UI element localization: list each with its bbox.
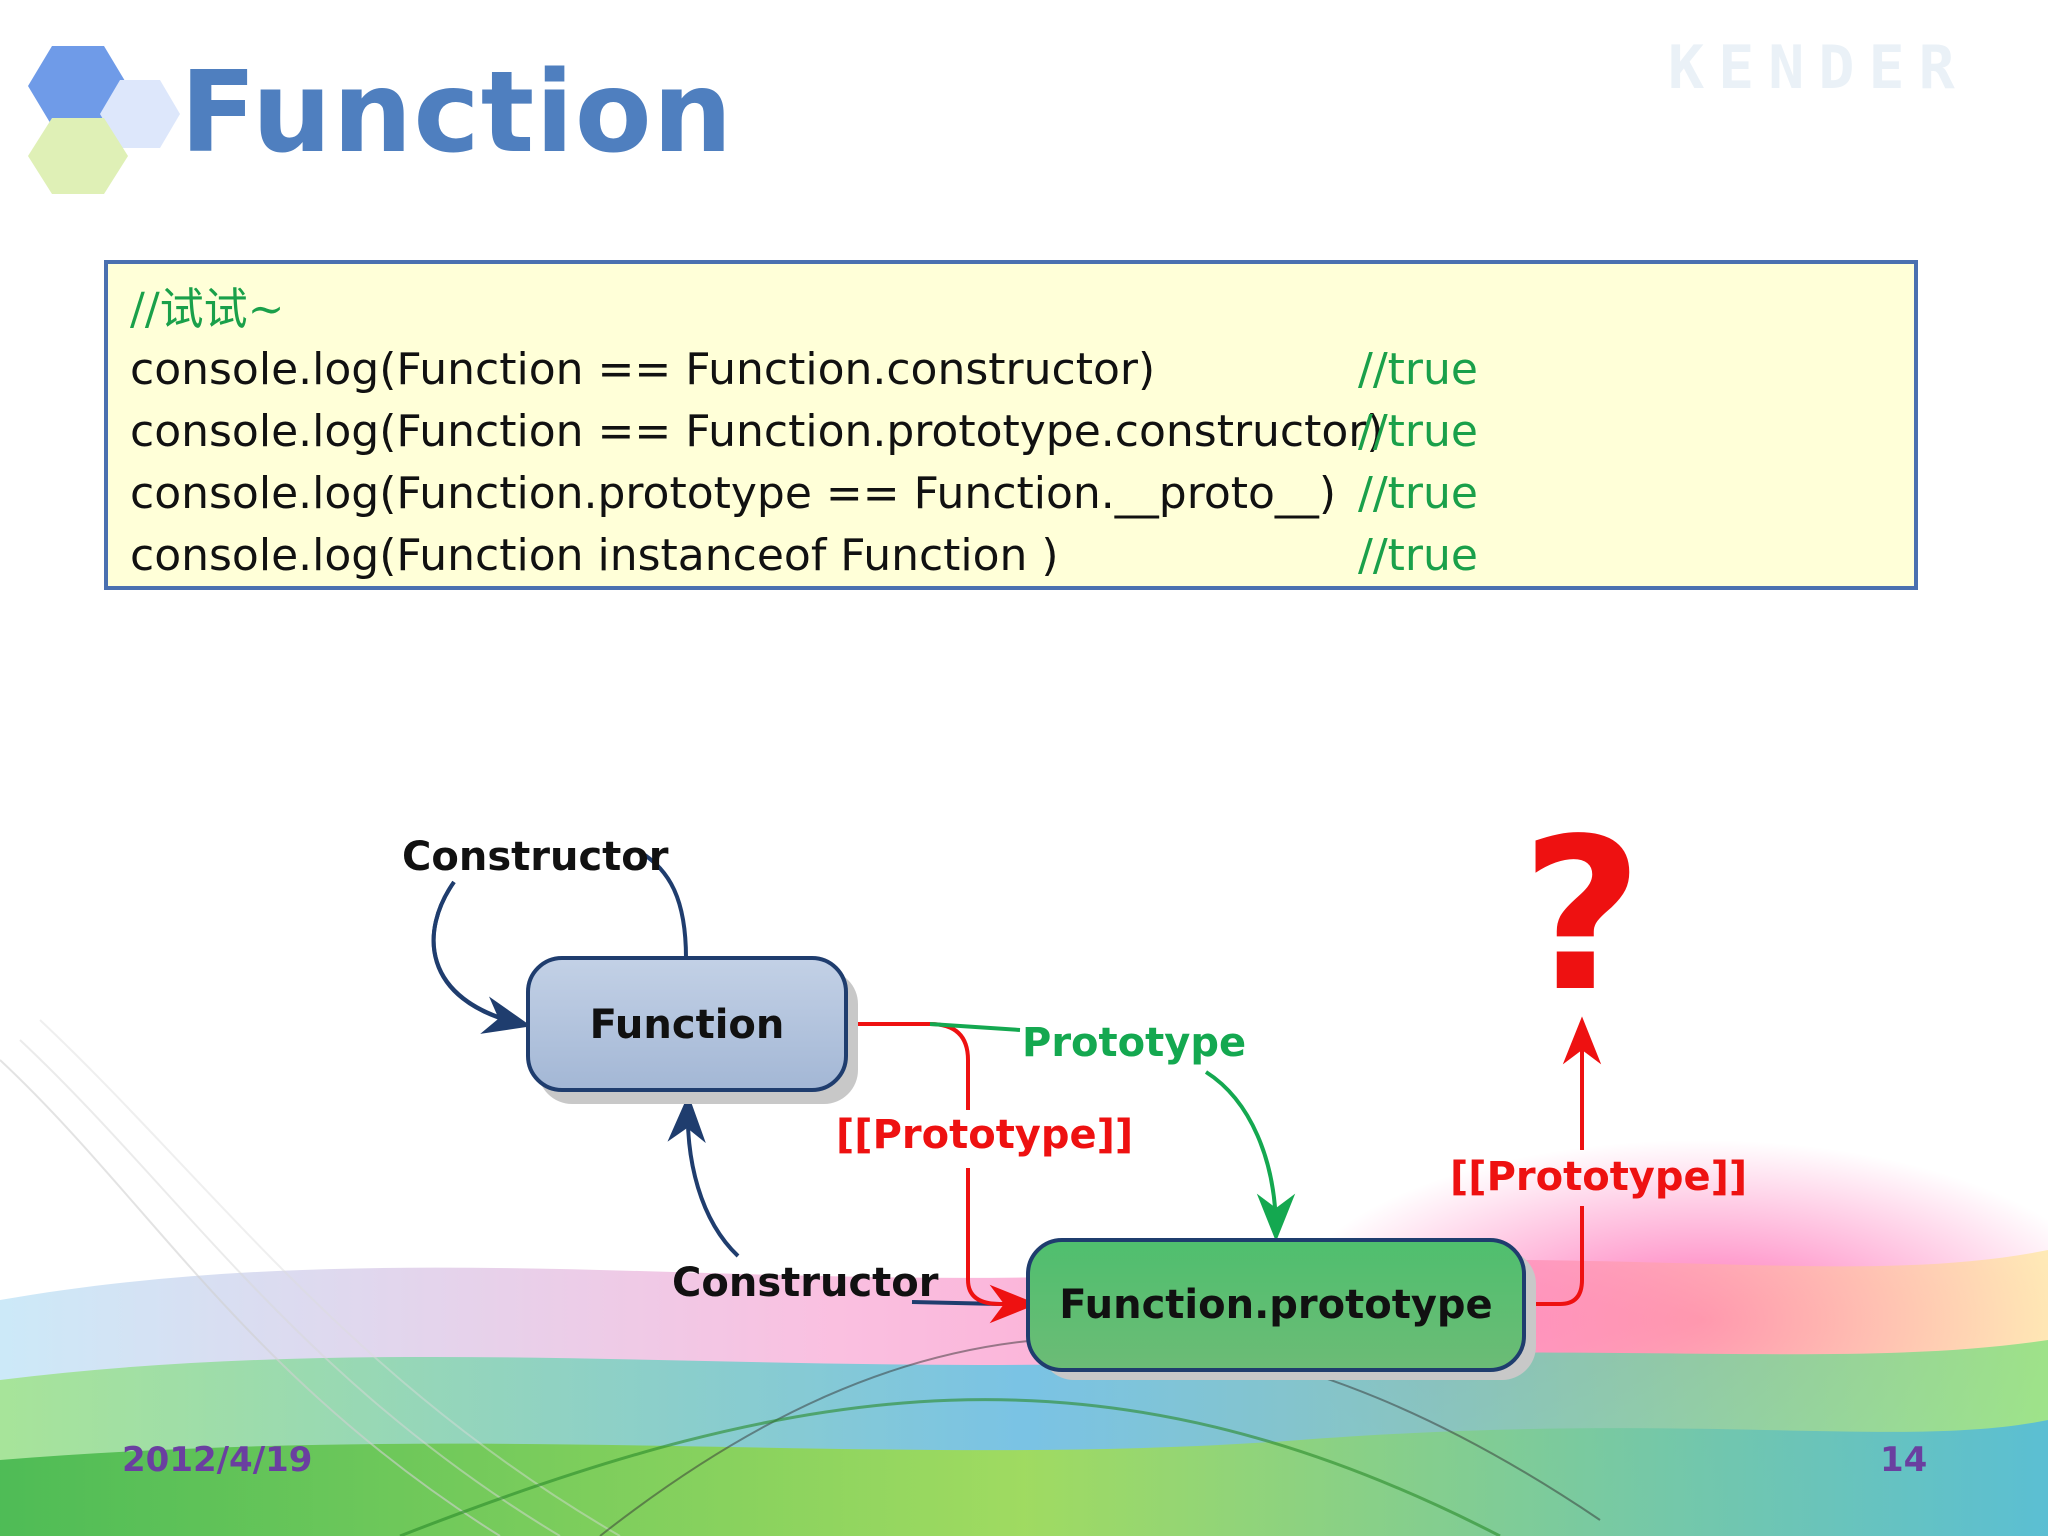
constructor-back-arrow bbox=[667, 1094, 740, 1258]
slide-date: 2012/4/19 bbox=[122, 1440, 313, 1480]
wave-background bbox=[0, 1019, 2048, 1536]
proto-link-right-arrow bbox=[1526, 1026, 1582, 1306]
blue-hexagon bbox=[28, 46, 128, 126]
prototype-arrow bbox=[1204, 1070, 1296, 1242]
unknown-question-mark: ? bbox=[1521, 793, 1643, 1038]
slide-title: Function bbox=[180, 48, 734, 178]
code-header-comment: //试试~ bbox=[130, 284, 285, 335]
function-node-label: Function bbox=[590, 1002, 785, 1048]
code-comment-2: //true bbox=[1358, 406, 1478, 457]
hexagon-logo bbox=[28, 46, 180, 194]
code-comment-4: //true bbox=[1358, 530, 1478, 581]
light-blue-hexagon bbox=[100, 80, 180, 148]
function-node bbox=[526, 956, 848, 1092]
slide-page-number: 14 bbox=[1880, 1440, 1928, 1480]
proto-link-right-label: [[Prototype]] bbox=[1450, 1154, 1747, 1200]
company-watermark: KENDER bbox=[1668, 33, 1969, 103]
code-line-2: console.log(Function == Function.prototy… bbox=[130, 406, 1384, 457]
code-block: //试试~ console.log(Function == Function.c… bbox=[104, 260, 1918, 590]
constructor-loop-arrowhead-path bbox=[431, 880, 532, 1034]
code-comment-3: //true bbox=[1358, 468, 1478, 519]
constructor-label-bottom: Constructor bbox=[672, 1260, 939, 1306]
code-line-3: console.log(Function.prototype == Functi… bbox=[130, 468, 1337, 519]
code-comment-1: //true bbox=[1358, 344, 1478, 395]
constructor-label-top: Constructor bbox=[402, 834, 669, 880]
function-prototype-node bbox=[1026, 1238, 1526, 1372]
prototype-label: Prototype bbox=[1022, 1020, 1246, 1066]
proto-link-left-label: [[Prototype]] bbox=[836, 1112, 1133, 1158]
green-hexagon bbox=[28, 118, 128, 194]
code-line-1: console.log(Function == Function.constru… bbox=[130, 344, 1156, 395]
function-prototype-node-label: Function.prototype bbox=[1059, 1282, 1492, 1328]
prototype-arrow-line bbox=[929, 1022, 1021, 1032]
code-line-4: console.log(Function instanceof Function… bbox=[130, 530, 1059, 581]
